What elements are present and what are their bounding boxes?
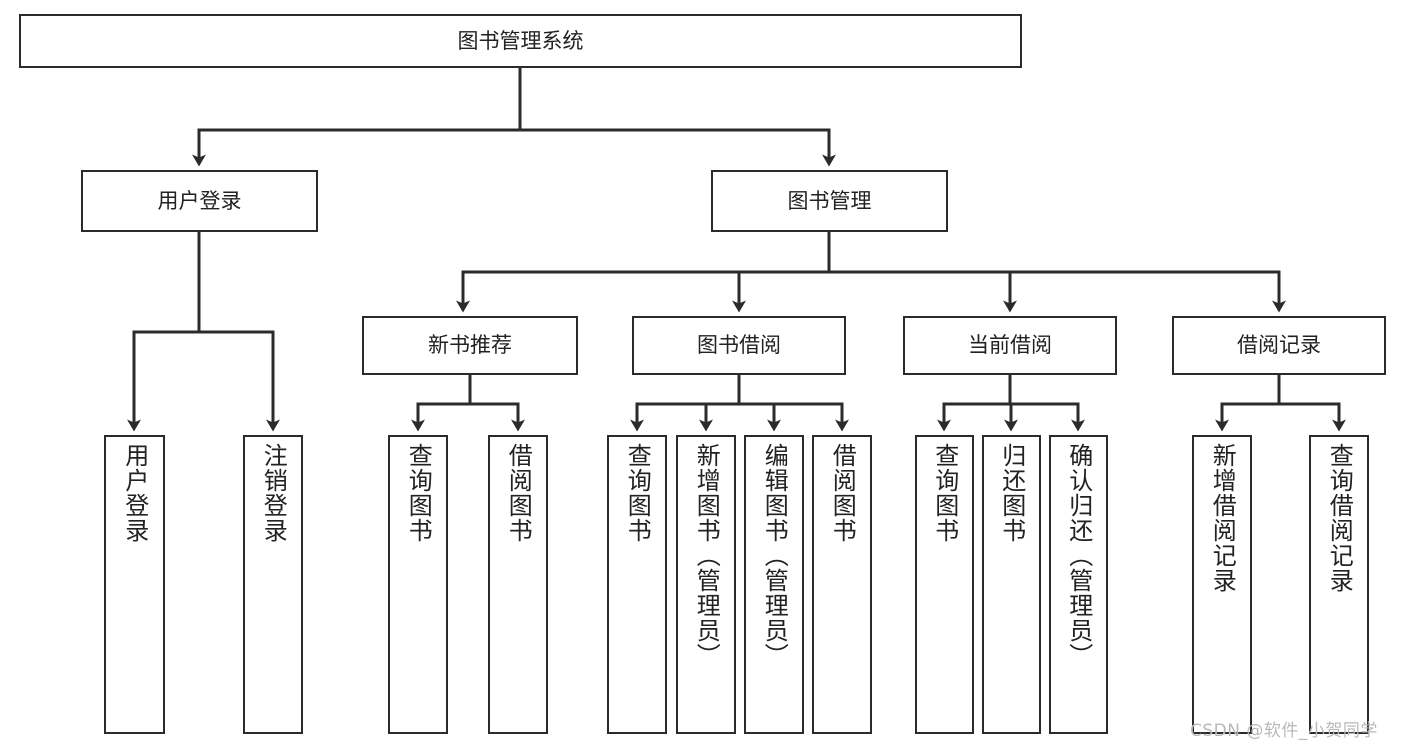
leaf-borrow-book-rec-label: 借阅图书 — [504, 443, 533, 543]
leaf-borrow-book-bb-label: 借阅图书 — [828, 443, 857, 543]
leaf-confirm-return-label: 确认归还（管理员） — [1064, 443, 1093, 668]
node-book-borrow-label: 图书借阅 — [697, 333, 781, 358]
leaf-query-book-bb[interactable]: 查询图书 — [607, 435, 667, 734]
leaf-logout-label: 注销登录 — [259, 443, 288, 543]
node-book-manage-label: 图书管理 — [787, 188, 872, 213]
leaf-add-book-label: 新增图书（管理员） — [692, 443, 721, 668]
node-user-login[interactable]: 用户登录 — [81, 170, 318, 232]
node-book-manage[interactable]: 图书管理 — [711, 170, 948, 232]
node-book-borrow[interactable]: 图书借阅 — [632, 316, 846, 375]
node-borrow-record-label: 借阅记录 — [1237, 333, 1321, 358]
leaf-query-book-cb-label: 查询图书 — [930, 443, 959, 543]
node-root-label: 图书管理系统 — [457, 28, 584, 53]
leaf-user-login-label: 用户登录 — [120, 443, 149, 543]
node-root[interactable]: 图书管理系统 — [19, 14, 1022, 68]
leaf-query-record[interactable]: 查询借阅记录 — [1309, 435, 1369, 734]
leaf-query-book-bb-label: 查询图书 — [623, 443, 652, 543]
leaf-borrow-book-rec[interactable]: 借阅图书 — [488, 435, 548, 734]
node-new-book-rec-label: 新书推荐 — [428, 333, 512, 358]
leaf-user-login[interactable]: 用户登录 — [104, 435, 165, 734]
leaf-query-book-cb[interactable]: 查询图书 — [915, 435, 974, 734]
leaf-borrow-book-bb[interactable]: 借阅图书 — [812, 435, 872, 734]
node-user-login-label: 用户登录 — [157, 188, 242, 213]
leaf-query-book-rec-label: 查询图书 — [404, 443, 433, 543]
leaf-add-book[interactable]: 新增图书（管理员） — [676, 435, 736, 734]
leaf-add-record[interactable]: 新增借阅记录 — [1192, 435, 1252, 734]
node-new-book-rec[interactable]: 新书推荐 — [362, 316, 578, 375]
leaf-query-book-rec[interactable]: 查询图书 — [388, 435, 448, 734]
node-current-borrow-label: 当前借阅 — [968, 333, 1052, 358]
leaf-edit-book-label: 编辑图书（管理员） — [760, 443, 789, 668]
leaf-return-book-label: 归还图书 — [997, 443, 1026, 543]
leaf-query-record-label: 查询借阅记录 — [1325, 443, 1354, 593]
node-borrow-record[interactable]: 借阅记录 — [1172, 316, 1386, 375]
leaf-edit-book[interactable]: 编辑图书（管理员） — [744, 435, 804, 734]
leaf-logout[interactable]: 注销登录 — [243, 435, 303, 734]
leaf-confirm-return[interactable]: 确认归还（管理员） — [1049, 435, 1108, 734]
leaf-return-book[interactable]: 归还图书 — [982, 435, 1041, 734]
leaf-add-record-label: 新增借阅记录 — [1208, 443, 1237, 593]
node-current-borrow[interactable]: 当前借阅 — [903, 316, 1117, 375]
